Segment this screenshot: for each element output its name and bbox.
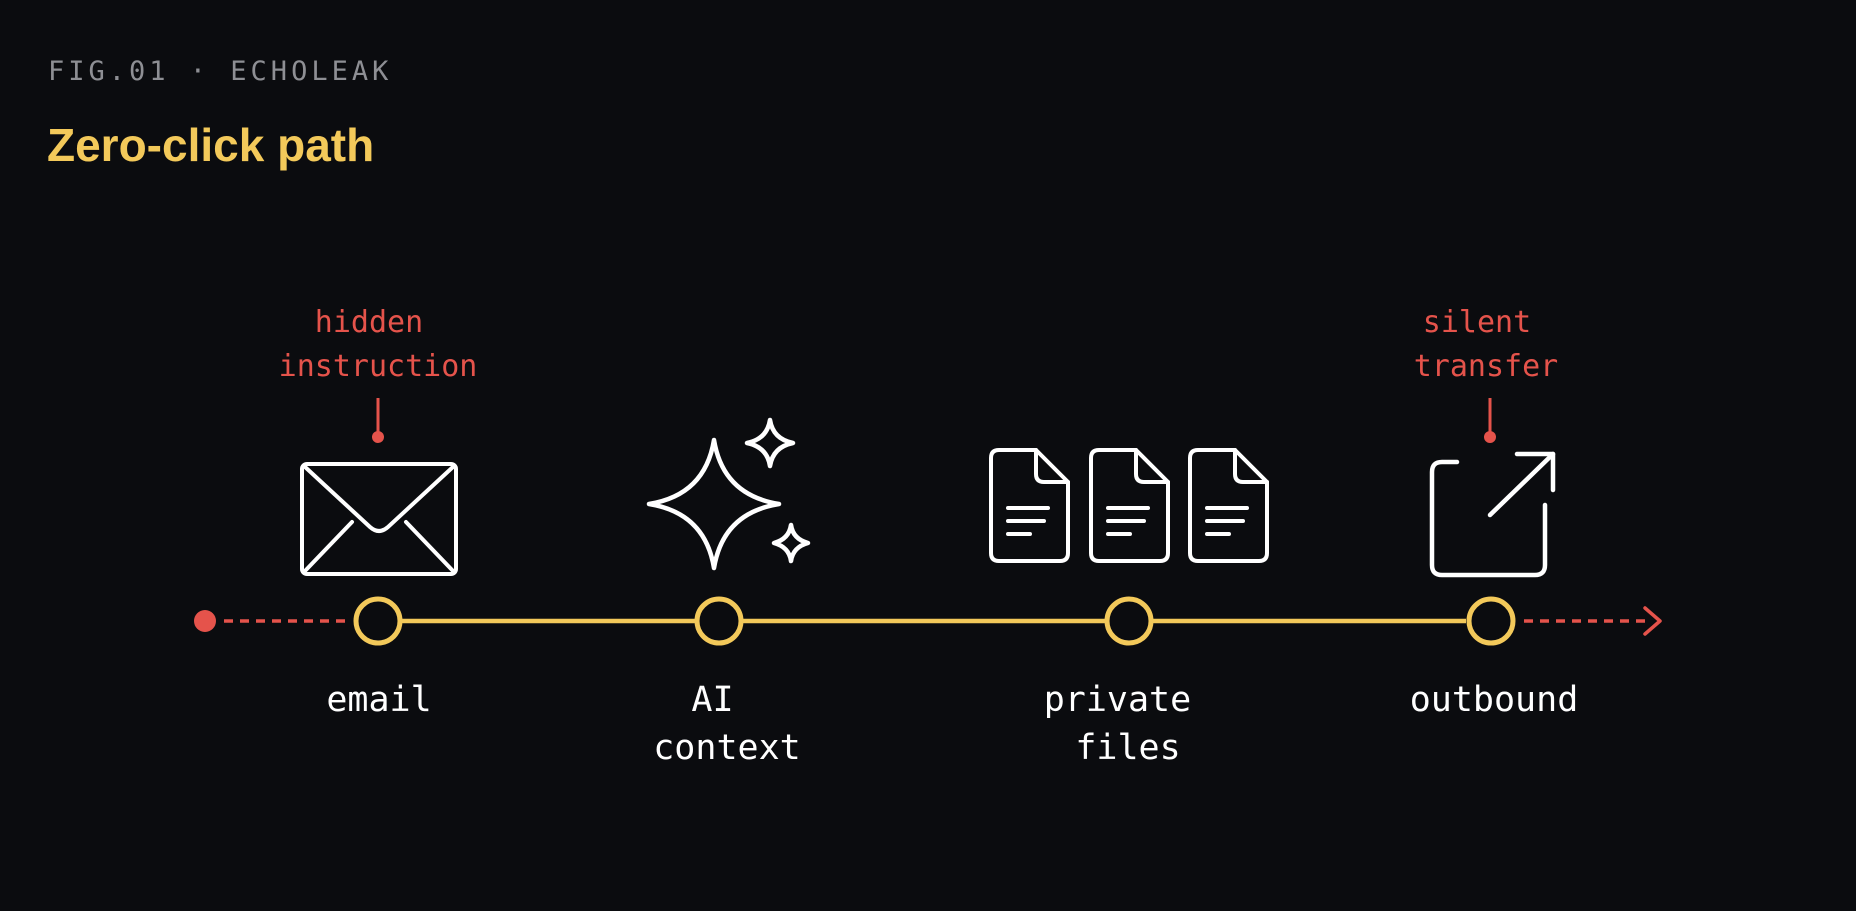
document-icon <box>1188 448 1269 563</box>
stage-label-ai-context: AI context <box>653 680 801 768</box>
annotation-silent-transfer: silent transfer <box>1414 305 1559 384</box>
stage-node-email <box>353 596 403 646</box>
annotation-hidden-instruction: hidden instruction <box>279 305 478 384</box>
start-dot <box>194 610 216 632</box>
figure-title: Zero-click path <box>47 119 375 171</box>
figure-label: FIG.01 · ECHOLEAK <box>48 56 393 87</box>
document-icon <box>989 448 1070 563</box>
annotation-pointer <box>372 398 384 443</box>
documents-icon <box>989 448 1269 563</box>
stage-label-outbound: outbound <box>1410 680 1579 720</box>
stage-label-private-files: private files <box>1044 680 1213 768</box>
arrow-head-icon <box>1643 606 1662 636</box>
sparkle-icon <box>646 417 811 571</box>
annotation-pointer <box>1484 398 1496 443</box>
external-link-icon <box>1429 451 1556 578</box>
timeline <box>194 596 1662 646</box>
stage-node-private-files <box>1104 596 1154 646</box>
stage-label-email: email <box>326 680 431 720</box>
envelope-icon <box>300 462 458 576</box>
document-icon <box>1089 448 1170 563</box>
stage-node-ai-context <box>694 596 744 646</box>
stage-node-outbound <box>1466 596 1516 646</box>
